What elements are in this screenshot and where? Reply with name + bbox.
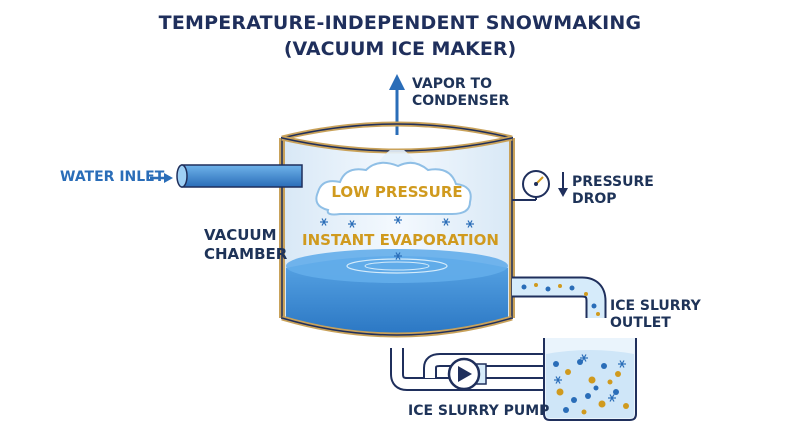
water-inlet-pipe [176, 164, 303, 188]
diagram-title-line2: (VACUUM ICE MAKER) [283, 38, 517, 60]
snowflake-icon [320, 216, 626, 402]
slurry-pump-label: ICE SLURRY PUMP [408, 403, 550, 419]
diagram-title-line1: TEMPERATURE-INDEPENDENT SNOWMAKING [158, 12, 642, 34]
return-pipe [390, 348, 544, 391]
slurry-outlet-line2: OUTLET [610, 315, 671, 331]
arrow-down-icon [558, 172, 568, 197]
vapor-label-line1: VAPOR TO [412, 76, 492, 92]
water-inlet-label: WATER INLET [60, 169, 165, 185]
vacuum-label-line2: CHAMBER [204, 245, 288, 263]
arrow-up-icon [389, 74, 405, 135]
instant-evaporation-label: INSTANT EVAPORATION [302, 231, 499, 249]
slurry-outlet-label: ICE SLURRY OUTLET [610, 298, 701, 332]
vacuum-label-line1: VACUUM [204, 226, 277, 244]
slurry-outlet-line1: ICE SLURRY [610, 298, 701, 314]
cloud-icon [315, 161, 472, 216]
slurry-outlet-pipe [512, 276, 607, 318]
tank-slurry-particles [553, 359, 629, 415]
pump-icon [447, 357, 487, 391]
pressure-label-line1: PRESSURE [572, 174, 654, 190]
pressure-drop-label: PRESSURE DROP [572, 174, 654, 208]
vapor-label: VAPOR TO CONDENSER [412, 76, 509, 110]
vacuum-chamber-label: VACUUM CHAMBER [204, 226, 287, 264]
arrow-right-icon [150, 173, 173, 183]
low-pressure-label: LOW PRESSURE [331, 183, 463, 201]
pressure-label-line2: DROP [572, 191, 617, 207]
vapor-label-line2: CONDENSER [412, 93, 510, 109]
pressure-gauge-icon [512, 170, 550, 201]
